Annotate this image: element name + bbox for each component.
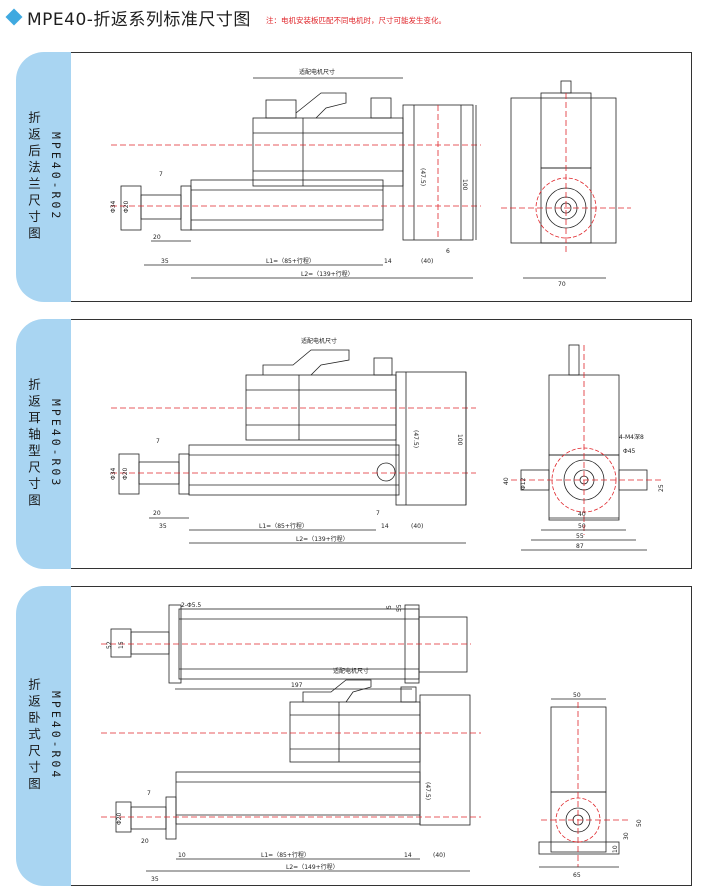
- dim-70: 70: [558, 281, 566, 288]
- dim-100: 100: [456, 434, 463, 446]
- dim-w87: 87: [576, 543, 584, 550]
- page-header: MPE40-折返系列标准尺寸图 注：电机安装板匹配不同电机时，尺寸可能发生变化。: [0, 0, 724, 34]
- dim-14: 14: [381, 523, 389, 530]
- panel-r04: 折返卧式尺寸图 MPE40-R04: [16, 586, 692, 886]
- dim-5: 5: [386, 605, 393, 609]
- motor-outline: [252, 117, 404, 187]
- drawing-area: 2-Φ5.5 197 5 55 52 15 适配电机尺寸 L1=（85+行程） …: [71, 586, 692, 886]
- dim-hole: 2-Φ5.5: [181, 602, 201, 609]
- panel-r03: 折返耳轴型尺寸图 MPE40-R03: [16, 319, 692, 569]
- dim-m4: 4-M4深8: [619, 433, 644, 441]
- panel-tab: 折返耳轴型尺寸图 MPE40-R03: [16, 319, 71, 569]
- dim-w65: 65: [573, 872, 581, 879]
- dim-h40: 40: [503, 477, 510, 485]
- dim-dia20: Φ20: [123, 200, 130, 213]
- actuator-body: [190, 179, 384, 231]
- dim-10: 10: [178, 852, 186, 859]
- dim-w50: 50: [578, 523, 586, 530]
- end-view-outline: [510, 97, 617, 244]
- dim-14: 14: [384, 258, 392, 265]
- dim-52: 52: [106, 641, 113, 649]
- dim-40: (40): [433, 852, 445, 859]
- dim-35: 35: [151, 876, 159, 883]
- l1-label: L1=（85+行程）: [266, 257, 315, 265]
- dim-w55: 55: [576, 533, 584, 540]
- drawing-area: 适配电机尺寸 L1=（85+行程） L2=（139+行程） 35 20 7 14…: [71, 52, 692, 302]
- l2-label: L2=（139+行程）: [296, 535, 349, 543]
- dim-6: 6: [446, 248, 450, 255]
- dim-7a: 7: [156, 438, 160, 445]
- dim-20: 20: [141, 838, 149, 845]
- l1-label: L1=（85+行程）: [259, 522, 308, 530]
- drawing-r03: 适配电机尺寸 L1=（85+行程） L2=（139+行程） 35 20 7 7 …: [110, 337, 665, 551]
- dim-dia20: Φ20: [116, 812, 123, 825]
- diamond-bullet-icon: [5, 8, 23, 26]
- panel-tab: 折返后法兰尺寸图 MPE40-R02: [16, 52, 71, 302]
- dim-h25: 25: [658, 484, 665, 492]
- l2-label: L2=（139+行程）: [301, 270, 354, 278]
- dim-dia34: Φ34: [110, 200, 117, 213]
- dim-47-5: (47.5): [412, 430, 419, 448]
- motor-size-label: 适配电机尺寸: [301, 337, 337, 345]
- motor-size-label: 适配电机尺寸: [299, 68, 335, 76]
- dim-55: 55: [396, 604, 403, 612]
- panel-name-cn: 折返耳轴型尺寸图: [26, 378, 41, 510]
- dim-h50: 50: [636, 819, 643, 827]
- dim-47-5: (47.5): [424, 782, 431, 800]
- l1-label: L1=（85+行程）: [261, 851, 310, 859]
- panel-name-cn: 折返后法兰尺寸图: [26, 111, 41, 243]
- dim-dia20: Φ20: [122, 467, 129, 480]
- dim-47-5: (47.5): [419, 168, 426, 186]
- header-note: 注：电机安装板匹配不同电机时，尺寸可能发生变化。: [266, 16, 446, 25]
- dim-35: 35: [161, 258, 169, 265]
- dim-20: 20: [153, 510, 161, 517]
- panel-tab: 折返卧式尺寸图 MPE40-R04: [16, 586, 71, 886]
- dim-197: 197: [291, 682, 303, 689]
- l2-label: L2=（149+行程）: [286, 863, 339, 871]
- panel-name-en: MPE40-R04: [49, 691, 63, 781]
- dim-14: 14: [404, 852, 412, 859]
- panel-name-en: MPE40-R02: [49, 132, 63, 222]
- panel-name-cn: 折返卧式尺寸图: [26, 678, 41, 794]
- drawing-area: 适配电机尺寸 L1=（85+行程） L2=（139+行程） 35 20 7 7 …: [71, 319, 692, 569]
- dim-7: 7: [147, 790, 151, 797]
- dim-40: (40): [411, 523, 423, 530]
- dim-w50: 50: [573, 692, 581, 699]
- dim-w40: 40: [578, 511, 586, 518]
- dim-h30: 30: [623, 832, 630, 840]
- motor-size-label: 适配电机尺寸: [333, 667, 369, 675]
- dim-40: (40): [421, 258, 433, 265]
- dim-15: 15: [118, 641, 125, 649]
- drawing-r04: 2-Φ5.5 197 5 55 52 15 适配电机尺寸 L1=（85+行程） …: [101, 602, 643, 883]
- page-title: MPE40-折返系列标准尺寸图: [27, 10, 251, 30]
- dim-h10: 10: [612, 845, 619, 853]
- dim-100: 100: [461, 179, 468, 191]
- dim-dia12: Φ12: [520, 477, 527, 490]
- dim-dia45: Φ45: [623, 448, 636, 455]
- panel-name-en: MPE40-R03: [49, 399, 63, 489]
- dim-35: 35: [159, 523, 167, 530]
- dim-dia34: Φ34: [110, 467, 117, 480]
- dim-20: 20: [153, 234, 161, 241]
- dim-7: 7: [159, 171, 163, 178]
- drawing-r02: 适配电机尺寸 L1=（85+行程） L2=（139+行程） 35 20 7 14…: [110, 68, 631, 288]
- dim-7b: 7: [376, 510, 380, 517]
- panel-r02: 折返后法兰尺寸图 MPE40-R02: [16, 52, 692, 302]
